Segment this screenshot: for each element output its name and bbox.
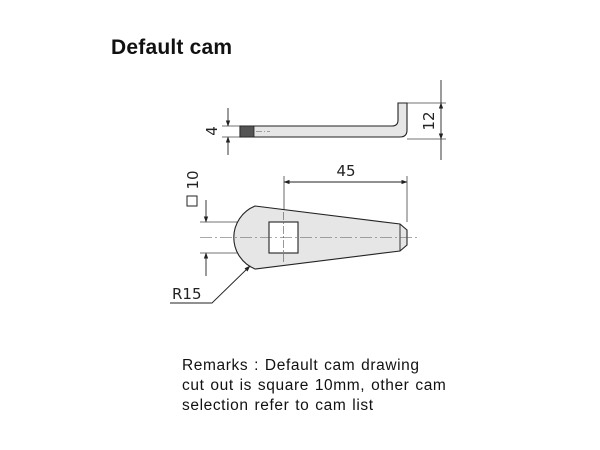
top-view: 10 45 R15 bbox=[170, 162, 420, 304]
radius-leader bbox=[170, 265, 251, 304]
square-hole-section bbox=[239, 125, 255, 138]
height-label: 12 bbox=[420, 111, 438, 130]
length-label: 45 bbox=[336, 162, 355, 180]
remarks-line: selection refer to cam list bbox=[182, 397, 374, 414]
square-size-label: 10 bbox=[184, 170, 202, 189]
cam-side-profile bbox=[239, 102, 408, 138]
remarks-line: cut out is square 10mm, other cam bbox=[182, 377, 447, 394]
page-title: Default cam bbox=[111, 36, 233, 59]
remarks-note: Remarks : Default cam drawing cut out is… bbox=[182, 356, 492, 416]
thickness-label: 4 bbox=[203, 126, 221, 136]
radius-label: R15 bbox=[172, 285, 202, 303]
remarks-line: Remarks : Default cam drawing bbox=[182, 357, 420, 374]
side-view: 4 12 bbox=[203, 80, 446, 160]
square-symbol bbox=[186, 195, 198, 207]
